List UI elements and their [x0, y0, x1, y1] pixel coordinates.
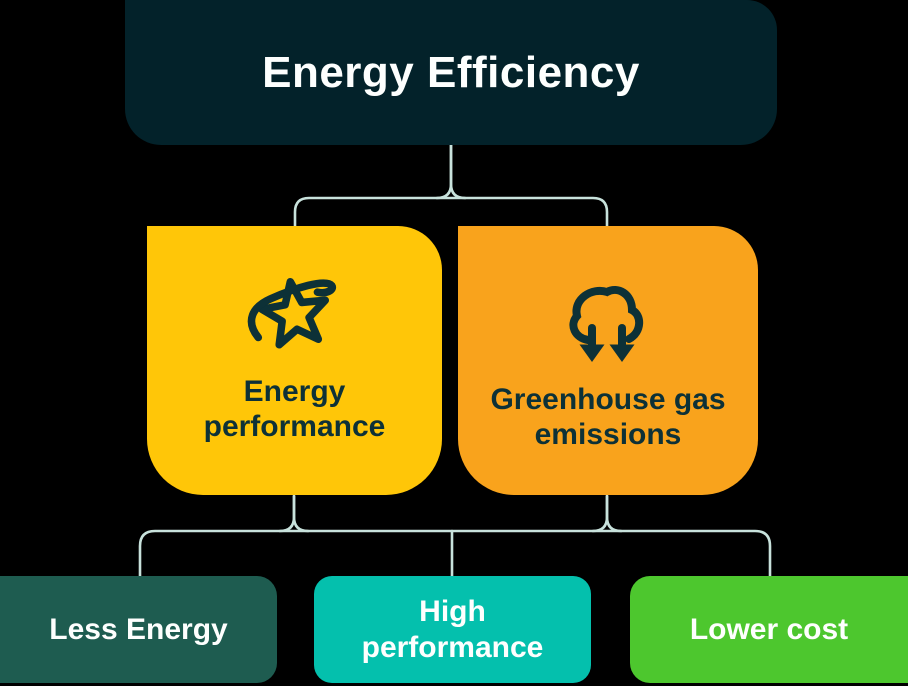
root-node-label: Energy Efficiency	[262, 47, 640, 97]
outcome-node-lower-cost: Lower cost	[630, 576, 908, 683]
branch-node-label: Energy performance	[203, 375, 386, 444]
cloud-double-down-arrow-icon	[558, 276, 658, 372]
branch-node-greenhouse-gas: Greenhouse gas emissions	[458, 226, 758, 495]
branch-node-label: Greenhouse gas emissions	[490, 383, 726, 452]
root-node-energy-efficiency: Energy Efficiency	[125, 0, 777, 145]
star-swoosh-icon	[246, 258, 344, 364]
outcome-node-label: Less Energy	[49, 612, 228, 646]
outcome-node-label: High performance	[361, 595, 544, 664]
outcome-node-less-energy: Less Energy	[0, 576, 277, 683]
branch-node-energy-performance: Energy performance	[147, 226, 442, 495]
outcome-node-label: Lower cost	[689, 612, 849, 646]
outcome-node-high-performance: High performance	[314, 576, 591, 683]
